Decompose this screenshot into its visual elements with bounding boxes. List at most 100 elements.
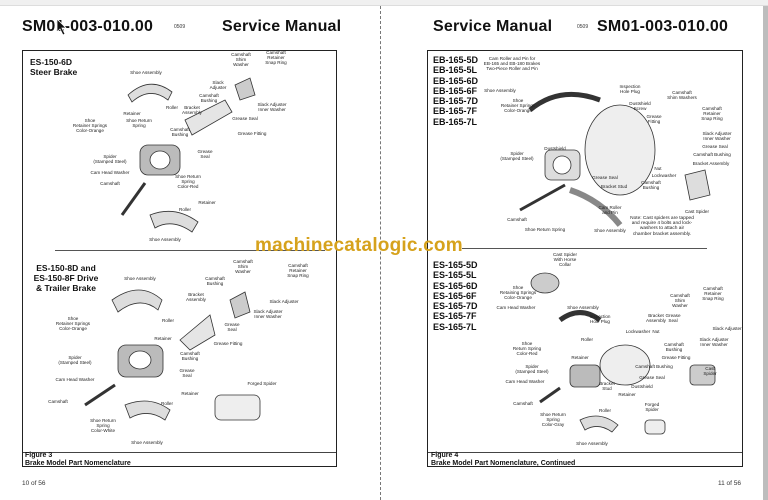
part-label: Camshaft Bushing [205,276,225,287]
part-label: Shoe Assembly [594,228,626,233]
page-number-right: 11 of 56 [718,480,742,487]
part-label: Camshaft Bushing [664,342,684,353]
scrollbar[interactable] [763,6,768,500]
part-label: Slack Adjuster Inner Washer [253,309,283,320]
part-label: Camshaft Shim Washer [233,259,253,275]
part-label: Retainer [571,355,589,360]
es-165-diagram [530,272,716,435]
part-label: Camshaft Bushing [199,93,219,104]
part-label: Shoe Retainer Springs Color-Orange [55,316,91,332]
left-date-code: 0509 [174,24,186,30]
figure-label: Figure 4 [431,452,459,459]
part-label: Camshaft [48,399,68,404]
part-label: Lockwasher [625,329,651,334]
part-label: Shoe Assembly [484,88,516,93]
left-header-title: Service Manual [222,18,342,35]
part-label: Camshaft Bushing [180,351,200,362]
part-label: Spider (Stamped Steel) [93,154,127,165]
part-label: Shoe Return Spring Color-Red [175,174,201,190]
panel-divider [55,250,325,251]
right-date-code: 0509 [577,24,589,30]
part-label: Bracket Assembly [646,313,666,324]
left-doc-number: SM01-003-010.00 [22,18,154,35]
part-label: Shoe Assembly [124,276,156,281]
part-label: Nut [652,329,660,334]
part-label: Camshaft [513,401,533,406]
figure-3-box [22,50,337,467]
part-label: Slack Adjuster Inner Washer [699,337,729,348]
part-label: Grease Fitting [237,131,267,136]
caption-divider [23,452,336,453]
part-label: Grease Seal [592,175,618,180]
panel-title-es-150-6d: ES-150-6D Steer Brake [30,57,78,77]
part-label: Bracket Stud [600,184,628,189]
mouse-cursor-icon [56,18,67,36]
part-label: Camshaft Bushing [693,152,731,157]
part-label: Camshaft Shim Washers [667,90,697,101]
model-number: ES-165-7D [433,301,478,312]
part-label: Bracket Assembly [186,292,206,303]
model-number: ES-165-5D [433,260,478,270]
model-number: ES-165-7L [433,321,477,332]
part-label: Slack Adjuster [269,299,299,304]
part-label: Shoe Assembly [131,440,163,445]
viewer-toolbar [0,0,768,6]
part-label: Roller [581,337,593,342]
model-number: EB-165-5L [433,65,478,76]
part-label: Roller [161,401,173,406]
part-label: Camshaft [507,217,527,222]
part-label: Forged Spider [247,381,277,386]
page-number-left: 10 of 56 [22,480,46,487]
model-number: EB-165-5D [433,55,479,65]
right-header-title: Service Manual [433,18,553,35]
model-number: EB-165-7L [433,116,478,127]
part-label: Retainer [181,391,199,396]
part-label: Camshaft Bushing [641,180,661,191]
watermark: machinecatalogic.com [255,235,463,256]
right-doc-number: SM01-003-010.00 [597,18,729,35]
part-label: Cam Head Washer [496,305,536,310]
page-separator [380,6,381,500]
part-label: Roller [162,318,174,323]
part-label: Forged Spider [644,402,660,413]
panel-title-es-150-8d: ES-150-8D and ES-150-8F Drive & Trailer … [33,263,99,293]
part-label: Slack Adjuster [712,326,742,331]
part-label: Shoe Assembly [567,305,599,310]
part-label: Dustshield Screw [629,101,651,112]
caption-divider [428,452,742,453]
part-label: Inspection Hole Plug [589,314,611,325]
part-label: Camshaft Bushing [170,127,190,138]
part-label: Shoe Return Spring [126,118,152,129]
es-150-8d-diagram [84,289,261,421]
model-number: EB-165-7D [433,96,479,107]
part-label: Shoe Retainer Springs Color-Orange [72,118,108,134]
part-label: Cam Head Washer [505,379,545,384]
part-label: Camshaft Retainer Snap Ring [702,286,724,302]
part-label: Grease Fitting [213,341,243,346]
es-150-6d-diagram [120,77,256,233]
part-label: Grease Fitting [661,355,691,360]
part-label: Grease Seal [639,375,665,380]
part-label: Camshaft Retainer Snap Ring [287,263,309,279]
figure-4-box [427,50,743,467]
model-number: ES-165-6F [433,290,477,301]
part-label: Shoe Retaining Springs Color-Orange [499,285,537,301]
eb-165-diagram [519,91,711,227]
part-label: Shoe Return Spring Color-White [90,418,116,434]
part-label: Retainer [154,336,172,341]
part-label: Cam Roller and Pin [598,205,622,216]
part-label: Grease Fitting [646,114,662,125]
part-label: Shoe Return Spring [524,227,566,232]
part-label: Camshaft Retainer Snap Ring [265,50,287,66]
part-label: Roller [166,105,178,110]
figure-caption: Brake Model Part Nomenclature [25,460,131,467]
part-label: Bracket Stud [599,381,615,392]
part-label: Shoe Assembly [130,70,162,75]
part-label: Slack Adjuster Inner Washer [257,102,287,113]
part-label: Camshaft Retainer Snap Ring [701,106,723,122]
model-number: ES-165-7F [433,311,477,322]
part-label: Camshaft [100,181,120,186]
part-label: Cast Spider [703,366,717,377]
